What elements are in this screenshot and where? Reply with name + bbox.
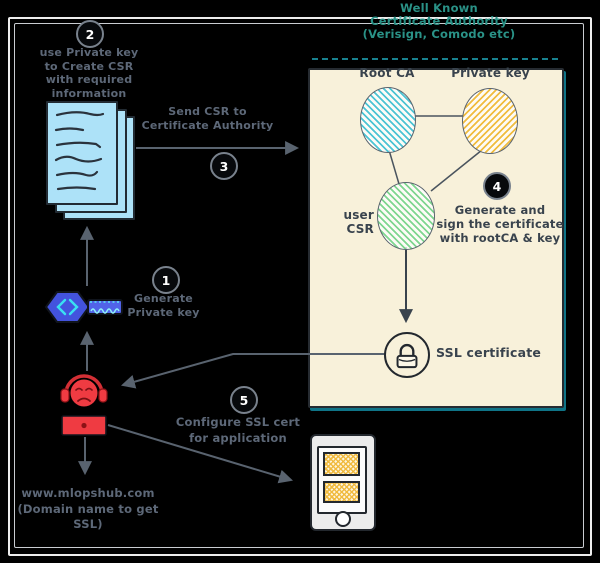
step-1-badge: 1 xyxy=(152,266,180,294)
step-1-line2: Private key xyxy=(127,306,200,319)
step-5-line1: Configure SSL cert xyxy=(175,415,301,429)
private-key-label: Private key xyxy=(451,66,530,80)
ssl-certificate-label: SSL certificate xyxy=(436,345,542,360)
developer-icon xyxy=(60,374,108,436)
domain-text: www.mlopshub.com (Domain name to get SSL… xyxy=(2,486,174,533)
step-2-badge: 2 xyxy=(76,20,104,48)
phone-content-block-1 xyxy=(323,452,360,476)
step-4-line2: sign the certificate xyxy=(436,217,564,231)
ca-box-top-dashes xyxy=(312,58,558,60)
ca-header-line2: Certificate Authority xyxy=(370,14,508,28)
domain-note: (Domain name to get SSL) xyxy=(17,501,159,532)
user-csr-node xyxy=(377,182,435,250)
inner-frame-border xyxy=(14,23,584,548)
step-2-line2: to Create CSR xyxy=(44,59,134,73)
root-ca-node xyxy=(360,87,416,153)
phone-home-button xyxy=(335,511,351,527)
step-4-badge: 4 xyxy=(483,172,511,200)
step-1-text: Generate Private key xyxy=(116,292,211,320)
step-2-number: 2 xyxy=(85,26,95,42)
step-5-line2: for application xyxy=(189,431,287,445)
step-1-line1: Generate xyxy=(134,292,193,305)
step-4-number: 4 xyxy=(492,178,502,194)
ca-header: Well Known Certificate Authority (Verisi… xyxy=(330,2,548,41)
application-phone-icon xyxy=(310,434,376,531)
step-3-number: 3 xyxy=(219,158,229,174)
certificate-authority-box xyxy=(308,68,564,408)
step-1-number: 1 xyxy=(161,272,171,288)
outer-frame-border xyxy=(8,17,592,556)
user-csr-label: user CSR xyxy=(343,208,374,236)
private-key-icon xyxy=(44,291,123,323)
step-2-line3: with required information xyxy=(45,73,133,100)
lock-icon xyxy=(396,343,418,369)
step-4-line3: with rootCA & key xyxy=(439,231,561,245)
ca-header-line3: (Verisign, Comodo etc) xyxy=(362,27,516,41)
phone-screen xyxy=(317,446,367,514)
document-sheet-front xyxy=(46,101,118,205)
ssl-certificate-lock-icon xyxy=(384,332,430,378)
step-5-number: 5 xyxy=(239,392,249,408)
phone-content-block-2 xyxy=(323,481,360,503)
csr-documents-icon xyxy=(46,101,135,220)
step-5-badge: 5 xyxy=(230,386,258,414)
step-3-line1: Send CSR to xyxy=(168,105,247,118)
step-4-line1: Generate and xyxy=(454,203,546,217)
private-key-node xyxy=(462,88,518,154)
step-3-text: Send CSR to Certificate Authority xyxy=(130,105,285,133)
step-3-line2: Certificate Authority xyxy=(141,119,274,132)
domain-url: www.mlopshub.com xyxy=(21,486,155,500)
step-5-text: Configure SSL cert for application xyxy=(158,414,318,446)
ca-header-line1: Well Known xyxy=(400,1,478,15)
step-2-line1: use Private key xyxy=(39,46,139,59)
step-2-text: use Private key to Create CSR with requi… xyxy=(16,46,162,100)
document-text-lines xyxy=(54,111,105,191)
step-4-text: Generate and sign the certificate with r… xyxy=(418,203,582,245)
step-3-badge: 3 xyxy=(210,152,238,180)
root-ca-label: Root CA xyxy=(359,66,415,80)
